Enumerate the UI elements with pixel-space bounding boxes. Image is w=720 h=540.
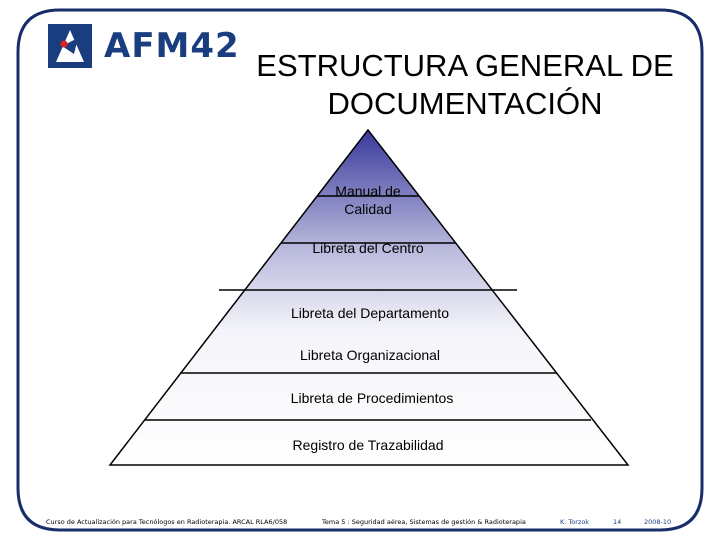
slide-footer: Curso de Actualización para Tecnólogos e… bbox=[46, 518, 686, 530]
tier-libreta-del-centro: Libreta del Centro bbox=[312, 240, 424, 256]
footer-page-number: 14 bbox=[613, 518, 622, 526]
tier-label-line: Manual de bbox=[335, 183, 401, 199]
page-title-line-2: DOCUMENTACIÓN bbox=[327, 86, 603, 121]
afm42-logo bbox=[48, 22, 218, 70]
footer-course: Curso de Actualización para Tecnólogos e… bbox=[46, 518, 288, 526]
footer-topic: Tema 5 : Seguridad aérea, Sistemas de ge… bbox=[322, 518, 526, 526]
footer-date: 2008-10 bbox=[644, 518, 672, 526]
logo-text: AFM42 bbox=[104, 26, 240, 66]
page-title-line-1: ESTRUCTURA GENERAL DE bbox=[256, 48, 674, 83]
tier-libreta-de-procedimientos: Libreta de Procedimientos bbox=[290, 390, 454, 406]
footer-author: K. Torzok bbox=[560, 518, 590, 526]
tier-registro-de-trazabilidad: Registro de Trazabilidad bbox=[292, 437, 444, 453]
tier-libreta-organizacional: Libreta Organizacional bbox=[299, 347, 441, 363]
tier-manual-de-calidad: Manual de Calidad bbox=[335, 182, 400, 218]
tier-libreta-del-departamento: Libreta del Departamento bbox=[291, 305, 449, 321]
pyramid-body bbox=[108, 128, 630, 466]
logo-emblem-icon bbox=[48, 24, 92, 68]
tier-label-line: Calidad bbox=[344, 201, 392, 217]
